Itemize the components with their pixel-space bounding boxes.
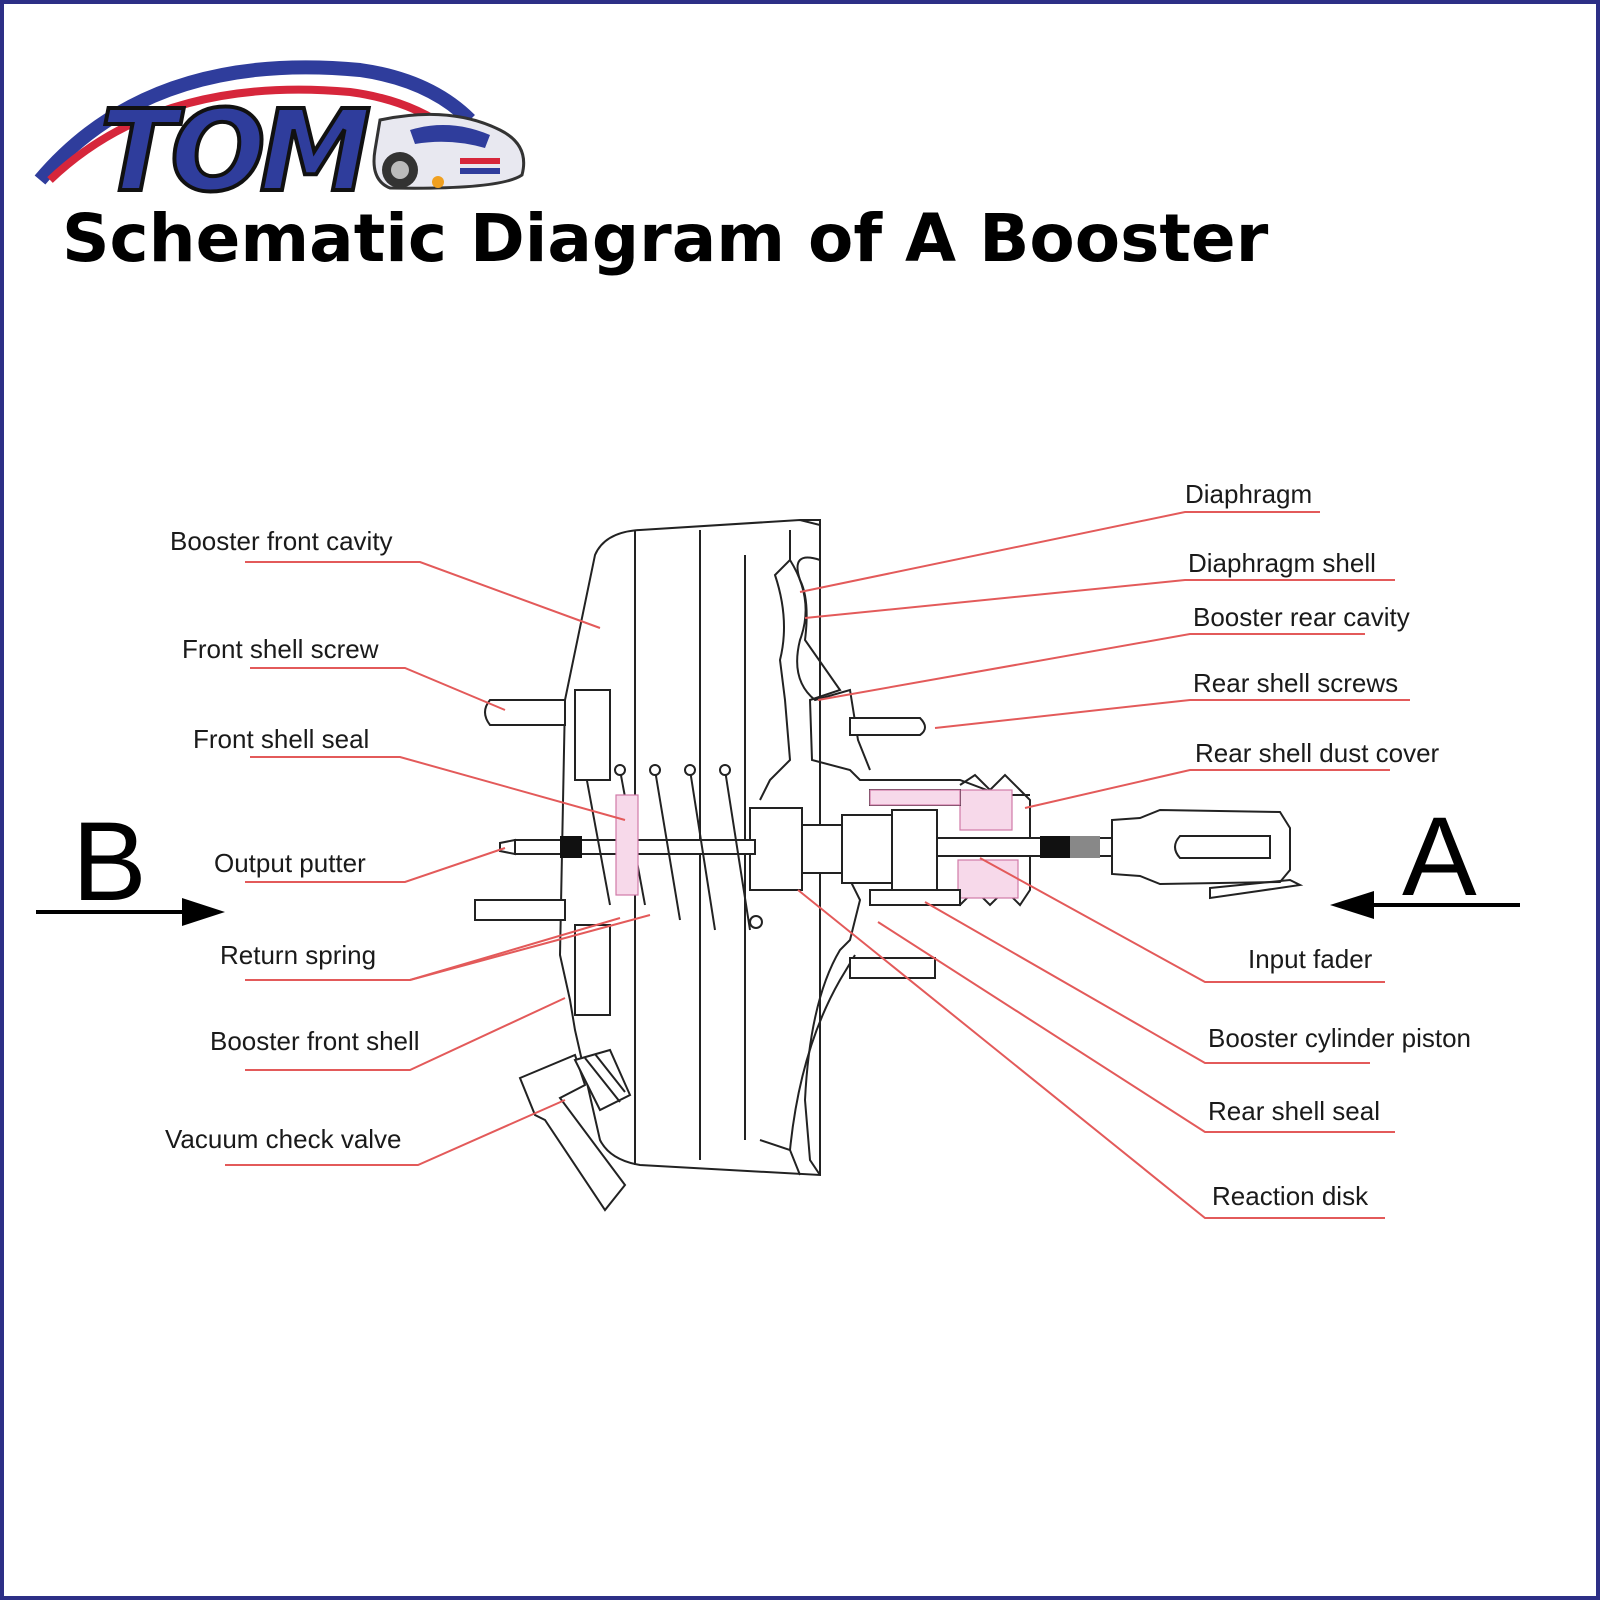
labels-left: Booster front cavity Front shell screw F… — [165, 526, 651, 1166]
page-title: Schematic Diagram of A Booster — [62, 200, 1269, 277]
label-front-shell-screw: Front shell screw — [182, 634, 379, 664]
label-booster-cylinder-piston: Booster cylinder piston — [1208, 1023, 1471, 1053]
label-booster-front-cavity: Booster front cavity — [170, 526, 393, 556]
label-output-putter: Output putter — [214, 848, 366, 878]
input-clevis — [1111, 808, 1291, 886]
label-rear-shell-seal: Rear shell seal — [1208, 1096, 1380, 1126]
rear-shell-screw-upper — [849, 717, 926, 736]
label-diaphragm-shell: Diaphragm shell — [1188, 548, 1376, 578]
label-booster-rear-cavity: Booster rear cavity — [1193, 602, 1410, 632]
booster-drawing — [474, 518, 1304, 1212]
label-rear-shell-screws: Rear shell screws — [1193, 668, 1398, 698]
labels-right: Diaphragm Diaphragm shell Booster rear c… — [797, 479, 1471, 1219]
label-input-fader: Input fader — [1248, 944, 1373, 974]
dust-cover-hatch — [959, 789, 1013, 831]
arrow-a: A — [1330, 794, 1520, 919]
tom-logo: TOM — [34, 60, 526, 215]
front-shell-screw-upper — [484, 699, 566, 726]
vacuum-check-valve — [518, 1048, 632, 1212]
reaction-disk-block — [749, 807, 803, 891]
logo-text: TOM — [100, 87, 370, 215]
label-return-spring: Return spring — [220, 940, 376, 970]
logo-car-icon — [372, 112, 526, 190]
diaphragm-shell — [796, 519, 1030, 796]
arrow-b-label: B — [72, 799, 147, 924]
arrow-a-label: A — [1402, 794, 1477, 919]
label-front-shell-seal: Front shell seal — [193, 724, 369, 754]
label-vacuum-check-valve: Vacuum check valve — [165, 1124, 402, 1154]
label-rear-shell-dust-cover: Rear shell dust cover — [1195, 738, 1440, 768]
front-shell-seal — [615, 794, 639, 896]
label-diaphragm: Diaphragm — [1185, 479, 1312, 509]
arrow-b: B — [36, 799, 225, 926]
label-reaction-disk: Reaction disk — [1212, 1181, 1369, 1211]
diaphragm — [759, 530, 792, 801]
label-booster-front-shell: Booster front shell — [210, 1026, 420, 1056]
